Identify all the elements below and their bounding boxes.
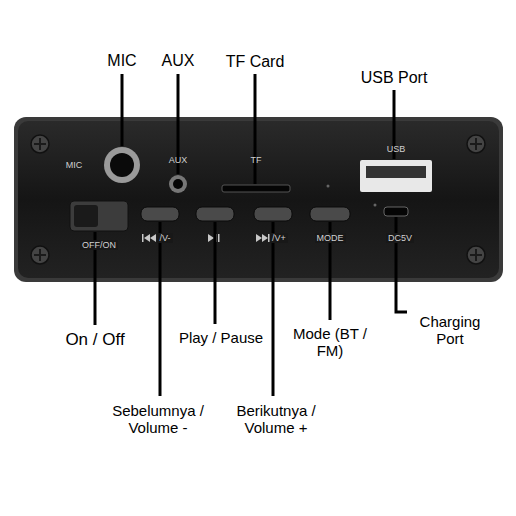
indicator-dot bbox=[327, 185, 330, 188]
panel-marking: DC5V bbox=[386, 233, 414, 243]
power-switch bbox=[70, 201, 128, 231]
callout-label: MIC bbox=[107, 52, 136, 70]
callout-label: AUX bbox=[162, 52, 195, 70]
panel-marking: AUX bbox=[169, 155, 188, 165]
callout-label: Sebelumnya / Volume - bbox=[106, 402, 210, 437]
callout-label: USB Port bbox=[361, 69, 428, 87]
micro-usb-port bbox=[384, 207, 408, 216]
front-panel bbox=[18, 121, 499, 278]
mic-jack-ring bbox=[104, 147, 140, 183]
power-switch-knob bbox=[74, 205, 98, 227]
callout-label: Charging Port bbox=[414, 313, 486, 348]
screws bbox=[31, 135, 485, 264]
panel-marking: /V+ bbox=[270, 233, 288, 243]
mic-jack-hole bbox=[110, 153, 134, 177]
tf-slot bbox=[222, 185, 290, 192]
callout-label: Play / Pause bbox=[179, 329, 263, 346]
callout-label: Berikutnya / Volume + bbox=[224, 402, 328, 437]
aux-jack-ring bbox=[169, 175, 187, 193]
buttons bbox=[141, 207, 350, 221]
callout-label: Mode (BT / FM) bbox=[290, 325, 370, 360]
panel-marking: MODE bbox=[315, 233, 346, 243]
housing-rim bbox=[14, 117, 503, 282]
usb-port-tongue bbox=[366, 166, 426, 178]
panel-marking: MIC bbox=[66, 160, 83, 170]
panel-marking: USB bbox=[387, 144, 406, 154]
callout-label: TF Card bbox=[226, 53, 285, 71]
indicator-dot bbox=[374, 204, 377, 207]
panel-marking: /V- bbox=[157, 233, 172, 243]
panel-marking: OFF/ON bbox=[80, 240, 118, 250]
callout-label: On / Off bbox=[65, 330, 124, 350]
screw-slots bbox=[34, 138, 482, 261]
usb-port bbox=[360, 160, 432, 192]
leader-lines bbox=[95, 74, 407, 396]
aux-jack-hole bbox=[173, 179, 183, 189]
panel-marking: TF bbox=[251, 155, 262, 165]
